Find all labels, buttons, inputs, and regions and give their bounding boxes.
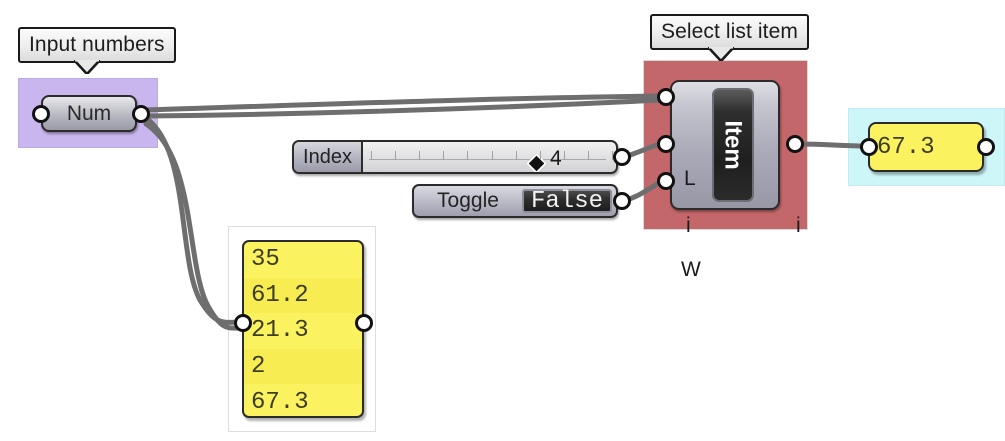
- node-select-list-item[interactable]: L i W i Item: [670, 80, 801, 281]
- slider-tick: [395, 151, 397, 160]
- port-grip-icon-input-i[interactable]: [657, 135, 675, 153]
- callout-input-numbers-text: Input numbers: [29, 33, 165, 56]
- callout-tail-icon: [708, 47, 734, 61]
- node-num-label: Num: [66, 101, 112, 125]
- port-grip-icon-num-input[interactable]: [32, 105, 50, 123]
- diamond-handle-icon[interactable]: [525, 152, 548, 172]
- input-port-label-i: i: [686, 214, 691, 237]
- port-grip-icon-result-input[interactable]: [860, 138, 878, 156]
- callout-select-list-item-text: Select list item: [661, 20, 798, 43]
- panel-list-values[interactable]: 35 61.2 21.3 2 67.3: [242, 240, 364, 418]
- item-capsule-label: Item: [720, 120, 748, 170]
- slider-tick: [612, 151, 613, 160]
- item-capsule: Item: [712, 88, 754, 202]
- node-index-slider[interactable]: Index 4: [292, 140, 618, 174]
- slider-tick: [491, 151, 493, 160]
- list-item: 21.3: [251, 317, 309, 345]
- slider-baseline: [369, 159, 606, 160]
- port-grip-icon-toggle-output[interactable]: [613, 192, 631, 210]
- panel-result-value[interactable]: 67.3: [868, 122, 984, 172]
- toggle-label: Toggle: [437, 189, 499, 212]
- slider-tick: [515, 151, 517, 160]
- index-slider-track[interactable]: 4: [363, 142, 616, 172]
- index-slider-label: Index: [294, 142, 363, 172]
- wire-num-to-panel: [143, 115, 244, 325]
- wire-num-to-L: [143, 93, 665, 113]
- node-num[interactable]: Num: [41, 95, 137, 132]
- port-grip-icon-result-output[interactable]: [977, 138, 995, 156]
- list-item: 67.3: [251, 388, 309, 416]
- port-grip-icon-num-output[interactable]: [132, 105, 150, 123]
- wire-num-to-panel-2: [143, 121, 244, 331]
- callout-select-list-item[interactable]: Select list item: [650, 14, 809, 61]
- slider-tick: [563, 151, 565, 160]
- port-grip-icon-panel-output[interactable]: [355, 314, 373, 332]
- node-boolean-toggle[interactable]: Toggle False: [412, 184, 618, 218]
- port-grip-icon-panel-input[interactable]: [234, 314, 252, 332]
- port-grip-icon-input-L[interactable]: [657, 88, 675, 106]
- toggle-value[interactable]: False: [522, 188, 612, 215]
- list-item: 35: [251, 246, 280, 274]
- wire-num-to-L-2: [143, 97, 665, 119]
- output-port-label-i: i: [796, 214, 801, 237]
- port-grip-icon-item-output[interactable]: [786, 135, 804, 153]
- port-grip-icon-input-W[interactable]: [657, 172, 675, 190]
- slider-tick: [467, 151, 469, 160]
- slider-tick: [371, 151, 372, 160]
- list-item: 2: [244, 348, 362, 385]
- index-slider-value: 4: [550, 147, 562, 170]
- callout-tail-icon: [74, 60, 100, 74]
- slider-tick: [419, 151, 421, 160]
- input-port-label-W: W: [681, 258, 701, 281]
- list-item: 61.2: [244, 277, 362, 314]
- slider-tick: [587, 151, 589, 160]
- slider-tick: [539, 151, 541, 160]
- input-port-label-L: L: [684, 167, 696, 190]
- port-grip-icon-slider-output[interactable]: [613, 148, 631, 166]
- callout-input-numbers[interactable]: Input numbers: [18, 27, 176, 74]
- slider-tick: [443, 151, 445, 160]
